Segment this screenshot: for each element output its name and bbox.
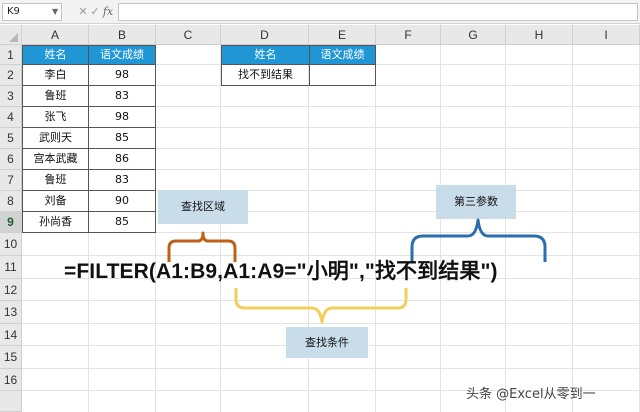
gridline <box>22 300 640 301</box>
chevron-down-icon[interactable]: ▼ <box>52 7 59 16</box>
cancel-icon[interactable]: ✕ <box>78 5 88 18</box>
result-header-score-cell[interactable]: 语文成绩 <box>310 46 376 65</box>
score-cell[interactable]: 98 <box>89 107 156 128</box>
gridline <box>22 127 640 128</box>
header-name-cell[interactable]: 姓名 <box>23 46 89 65</box>
formula-input[interactable] <box>118 3 638 21</box>
row-header-9[interactable]: 9 <box>0 212 22 233</box>
score-cell[interactable]: 98 <box>89 65 156 86</box>
gridline <box>220 45 221 412</box>
column-header-b[interactable]: B <box>89 25 156 45</box>
row-header-5[interactable]: 5 <box>0 128 22 149</box>
result-header-name-cell[interactable]: 姓名 <box>222 46 310 65</box>
column-header-f[interactable]: F <box>376 25 441 45</box>
name-cell[interactable]: 李白 <box>23 65 89 86</box>
gridline <box>375 45 376 412</box>
condition-label: 查找条件 <box>286 327 368 358</box>
insert-function-icon[interactable]: fx <box>102 5 114 18</box>
score-cell[interactable]: 83 <box>89 86 156 107</box>
name-cell[interactable]: 张飞 <box>23 107 89 128</box>
gridline <box>22 323 640 324</box>
gridline <box>22 368 640 369</box>
name-cell[interactable]: 鲁班 <box>23 170 89 191</box>
row-header-14[interactable]: 14 <box>0 324 22 346</box>
row-header-11[interactable]: 11 <box>0 256 22 279</box>
third-param-label: 第三参数 <box>436 185 516 219</box>
result-table <box>221 45 376 86</box>
gridline <box>22 390 640 391</box>
gridline <box>22 169 640 170</box>
gridline <box>572 45 573 412</box>
column-header-h[interactable]: H <box>506 25 573 45</box>
name-cell[interactable]: 鲁班 <box>23 86 89 107</box>
enter-icon[interactable]: ✓ <box>90 5 100 18</box>
score-cell[interactable]: 86 <box>89 149 156 170</box>
score-cell[interactable]: 90 <box>89 191 156 212</box>
name-cell[interactable]: 孙尚香 <box>23 212 89 233</box>
row-header-1[interactable]: 1 <box>0 45 22 65</box>
gridline <box>22 232 640 233</box>
gridline <box>505 45 506 412</box>
score-cell[interactable]: 85 <box>89 128 156 149</box>
yellow-brace <box>234 288 408 324</box>
name-cell[interactable]: 武则天 <box>23 128 89 149</box>
lookup-range-label: 查找区域 <box>158 190 248 224</box>
gridline <box>22 278 640 279</box>
column-header-a[interactable]: A <box>22 25 89 45</box>
row-header-12[interactable]: 12 <box>0 279 22 301</box>
score-cell[interactable]: 83 <box>89 170 156 191</box>
header-score-cell[interactable]: 语文成绩 <box>89 46 156 65</box>
gridline <box>22 148 640 149</box>
row-header-15[interactable]: 15 <box>0 346 22 369</box>
gridline <box>22 190 640 191</box>
gridline <box>22 106 640 107</box>
name-cell[interactable]: 刘备 <box>23 191 89 212</box>
name-cell[interactable]: 宫本武藏 <box>23 149 89 170</box>
row-header-4[interactable]: 4 <box>0 107 22 128</box>
column-header-d[interactable]: D <box>221 25 309 45</box>
gridline <box>22 211 640 212</box>
blue-brace <box>410 218 547 262</box>
row-header-6[interactable]: 6 <box>0 149 22 170</box>
orange-brace <box>167 231 237 262</box>
row-header-2[interactable]: 2 <box>0 65 22 86</box>
row-header-16[interactable]: 16 <box>0 369 22 391</box>
column-header-c[interactable]: C <box>156 25 221 45</box>
select-all-triangle-icon <box>9 33 18 42</box>
result-name-cell[interactable]: 找不到结果 <box>222 65 310 86</box>
result-score-cell[interactable] <box>310 65 376 86</box>
row-header-7[interactable]: 7 <box>0 170 22 191</box>
watermark: 头条 @Excel从零到一 <box>466 387 596 402</box>
row-header-13[interactable]: 13 <box>0 301 22 324</box>
row-header-8[interactable]: 8 <box>0 191 22 212</box>
gridline <box>440 45 441 412</box>
gridline <box>308 45 309 412</box>
gridline <box>22 255 640 256</box>
filter-formula-text: =FILTER(A1:B9,A1:A9="小明","找不到结果") <box>64 260 498 283</box>
score-cell[interactable]: 85 <box>89 212 156 233</box>
source-table <box>22 45 156 233</box>
row-header-10[interactable]: 10 <box>0 233 22 256</box>
column-header-g[interactable]: G <box>441 25 506 45</box>
column-header-e[interactable]: E <box>309 25 376 45</box>
name-box[interactable]: K9 <box>2 3 62 21</box>
row-header-3[interactable]: 3 <box>0 86 22 107</box>
